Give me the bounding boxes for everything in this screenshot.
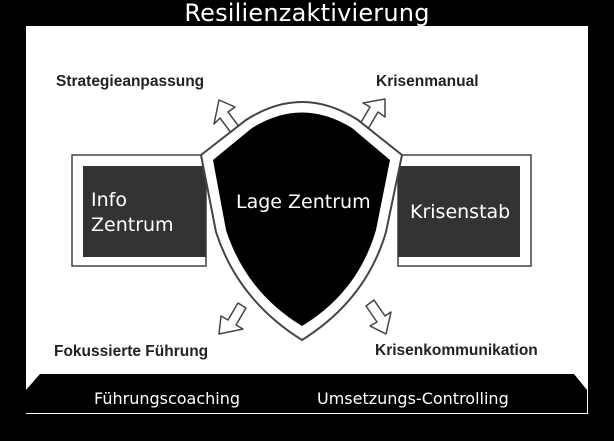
diagram-title: Resilienzaktivierung <box>184 0 430 27</box>
left-box-label-line1: Info <box>91 189 127 211</box>
shield-inner <box>213 112 390 326</box>
base-bar-right-label: Umsetzungs-Controlling <box>317 389 509 408</box>
shield-label: Lage Zentrum <box>236 191 371 213</box>
right-box <box>398 166 520 257</box>
label-fokussierte-fuehrung: Fokussierte Führung <box>54 343 209 360</box>
arrow-bottom-left-icon <box>218 302 247 335</box>
label-krisenkommunikation: Krisenkommunikation <box>375 342 538 359</box>
label-krisenmanual: Krisenmanual <box>376 73 479 90</box>
base-bar <box>26 374 587 413</box>
base-bar-left-label: Führungscoaching <box>94 389 241 408</box>
left-box-label: Info Zentrum <box>91 188 174 238</box>
right-box-label: Krisenstab <box>410 201 511 223</box>
left-box-label-line2: Zentrum <box>91 214 174 236</box>
arrow-bottom-right-icon <box>365 299 392 335</box>
left-box <box>83 166 206 257</box>
label-strategieanpassung: Strategieanpassung <box>56 73 205 90</box>
